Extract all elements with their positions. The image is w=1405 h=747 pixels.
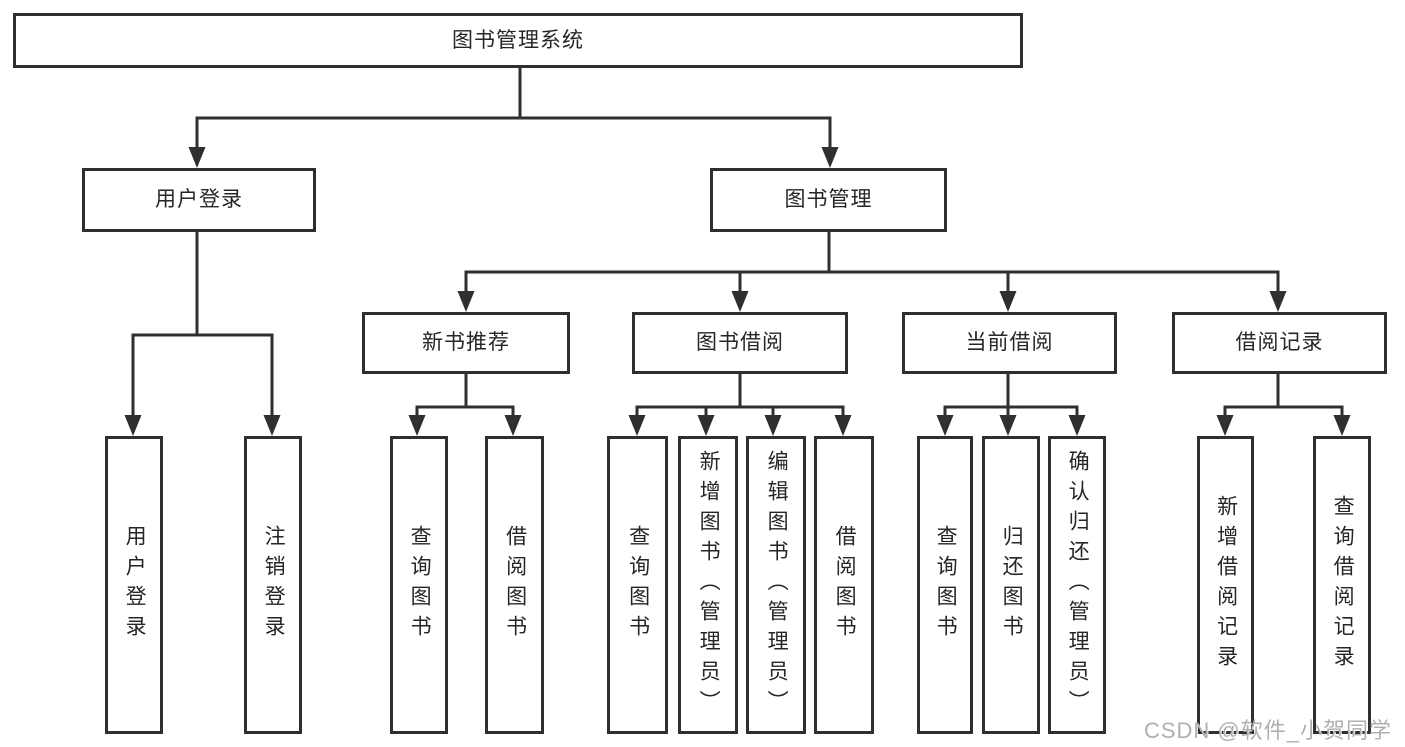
- node-label: 借阅图书: [503, 525, 527, 645]
- leaf-confirm-return-admin: 确认归还（管理员）: [1048, 436, 1106, 734]
- leaf-logout: 注销登录: [244, 436, 302, 734]
- node-label: 图书管理系统: [452, 28, 584, 52]
- node-root-library-system: 图书管理系统: [13, 13, 1023, 68]
- leaf-add-books-admin: 新增图书（管理员）: [678, 436, 738, 734]
- csdn-watermark: CSDN @软件_小贺同学: [1143, 718, 1392, 743]
- node-label: 当前借阅: [965, 331, 1054, 355]
- node-label: 注销登录: [262, 525, 286, 645]
- node-label: 借阅图书: [833, 525, 857, 645]
- node-label: 查询图书: [626, 525, 650, 645]
- leaf-query-borrow-record: 查询借阅记录: [1313, 436, 1371, 734]
- leaf-edit-books-admin: 编辑图书（管理员）: [746, 436, 806, 734]
- node-label: 用户登录: [123, 525, 147, 645]
- leaf-borrow-books: 借阅图书: [814, 436, 874, 734]
- node-current-borrowing: 当前借阅: [902, 312, 1117, 374]
- node-label: 归还图书: [1000, 525, 1024, 645]
- node-label: 借阅记录: [1235, 331, 1324, 355]
- node-user-login-branch: 用户登录: [82, 168, 316, 232]
- node-label: 新书推荐: [422, 331, 510, 355]
- node-borrowing-records: 借阅记录: [1172, 312, 1387, 374]
- leaf-borrow-books-recommend: 借阅图书: [485, 436, 544, 734]
- node-label: 图书借阅: [696, 331, 784, 355]
- node-label: 新增图书（管理员）: [697, 450, 721, 720]
- node-label: 查询图书: [934, 525, 958, 645]
- node-label: 图书管理: [784, 188, 873, 212]
- leaf-add-borrow-record: 新增借阅记录: [1197, 436, 1254, 734]
- leaf-user-login: 用户登录: [105, 436, 163, 734]
- node-label: 用户登录: [155, 188, 243, 212]
- node-label: 确认归还（管理员）: [1066, 450, 1090, 720]
- node-new-book-recommend: 新书推荐: [362, 312, 570, 374]
- node-label: 新增借阅记录: [1214, 495, 1238, 675]
- node-book-borrowing: 图书借阅: [632, 312, 848, 374]
- leaf-query-books-recommend: 查询图书: [390, 436, 448, 734]
- node-label: 编辑图书（管理员）: [765, 450, 789, 720]
- node-book-management: 图书管理: [710, 168, 947, 232]
- node-label: 查询借阅记录: [1331, 495, 1355, 675]
- node-label: 查询图书: [408, 525, 432, 645]
- leaf-return-books: 归还图书: [982, 436, 1040, 734]
- leaf-query-books-borrowing: 查询图书: [607, 436, 668, 734]
- leaf-query-books-current: 查询图书: [917, 436, 973, 734]
